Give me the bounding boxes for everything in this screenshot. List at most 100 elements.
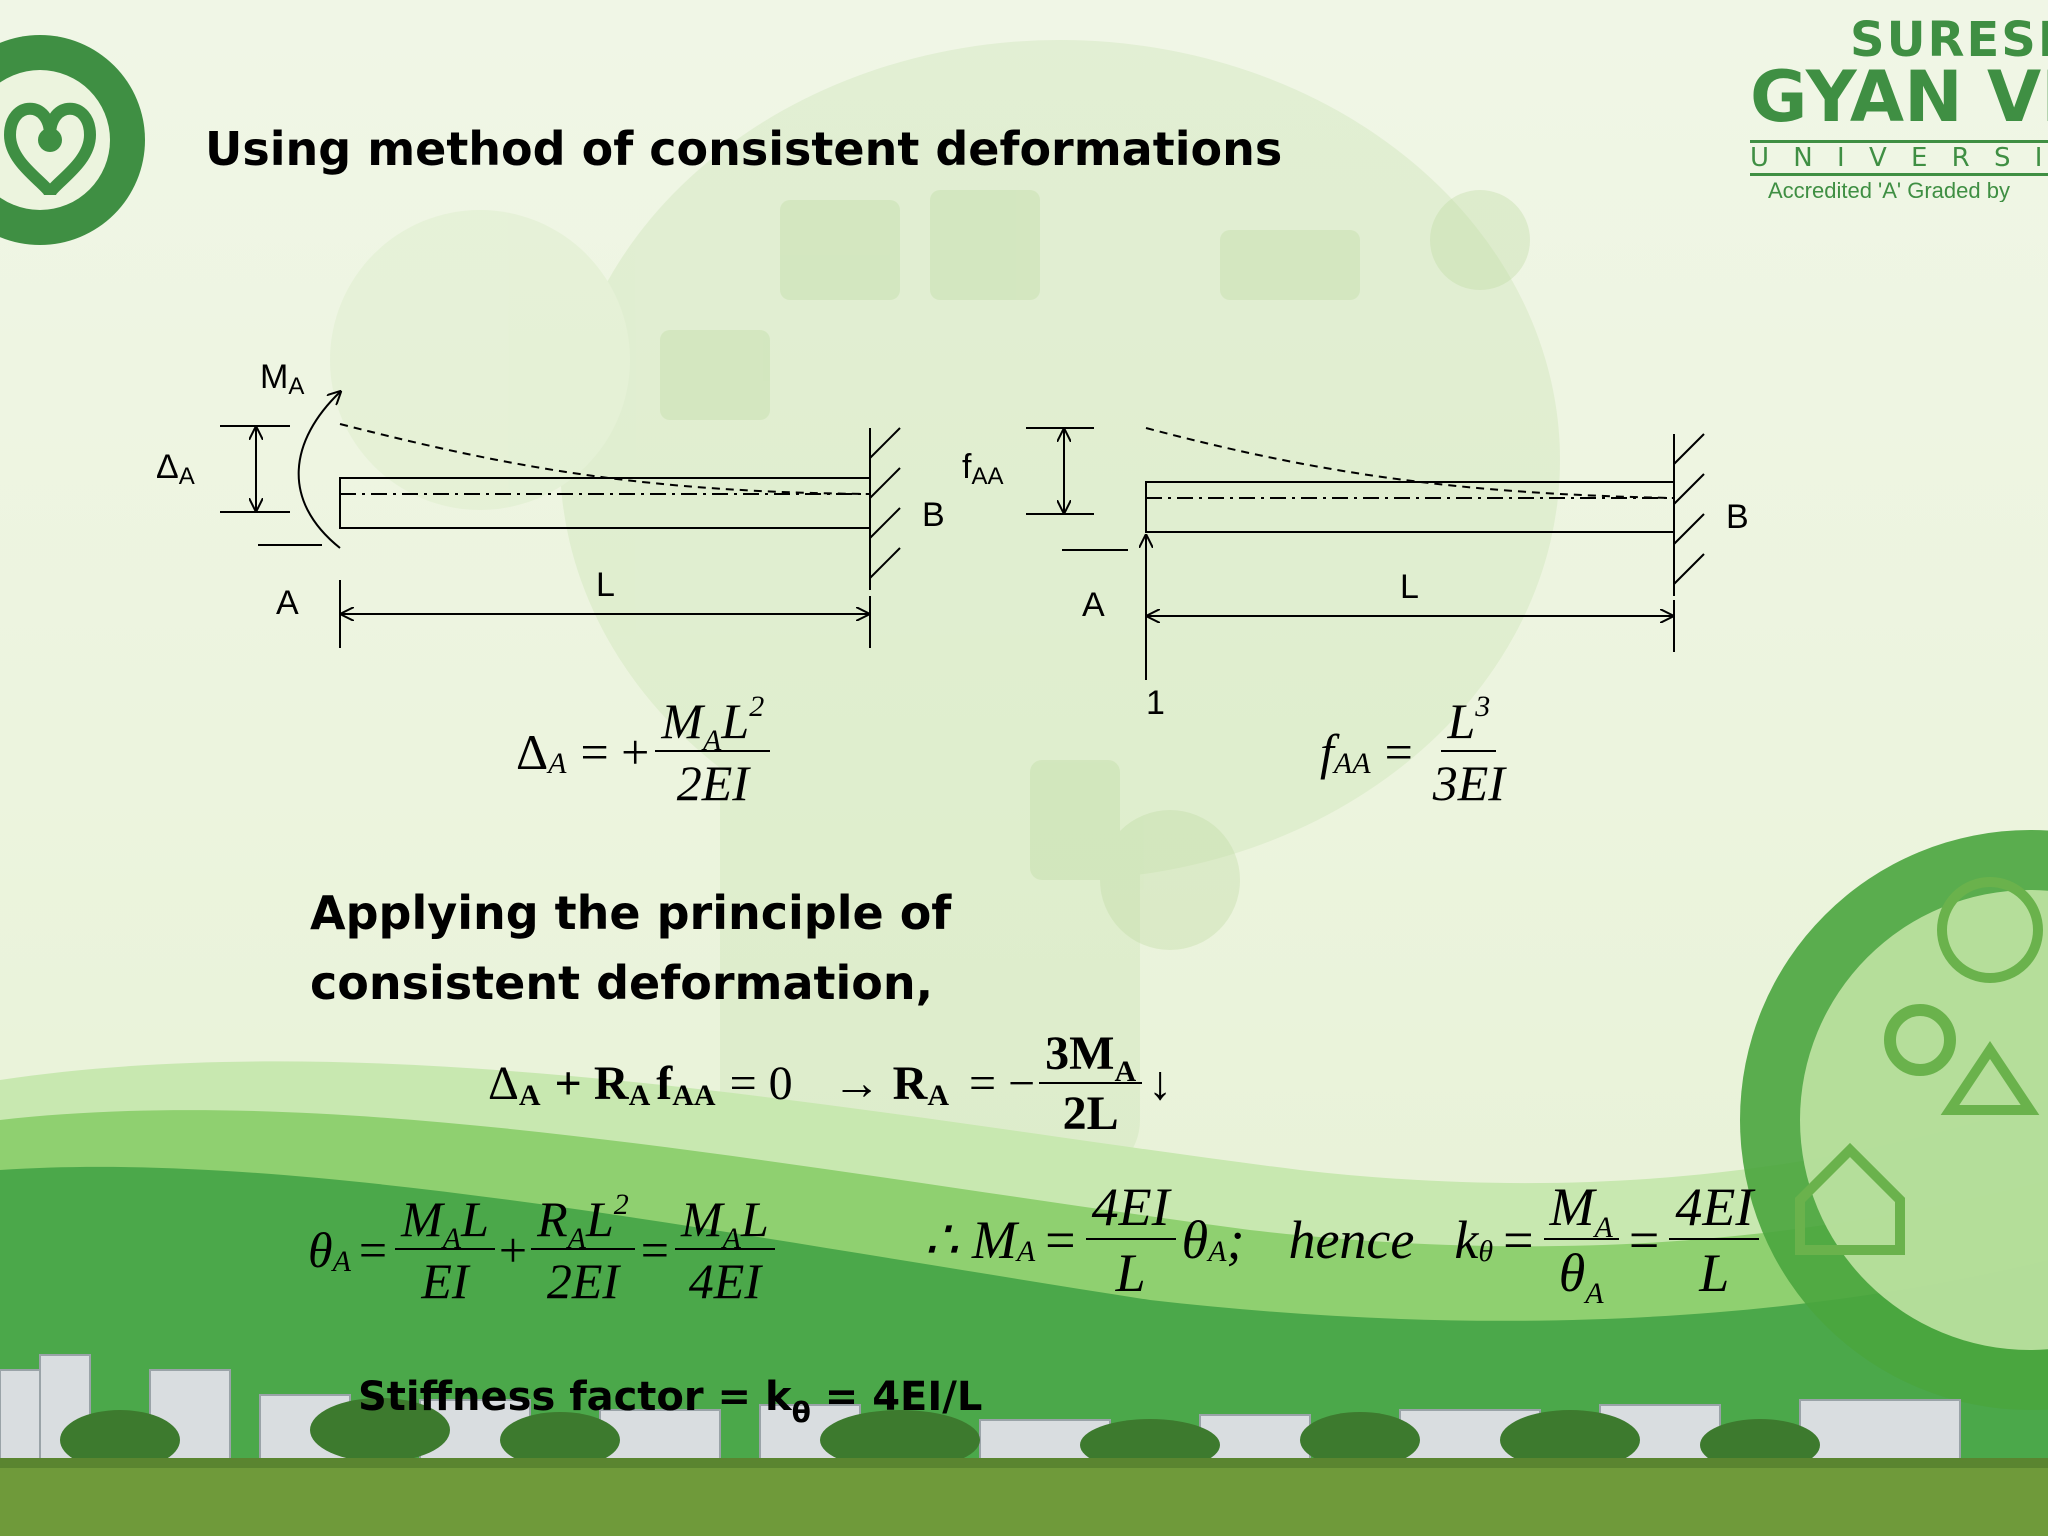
eq-delta-num-l: L xyxy=(721,693,750,749)
eq-result-fraction3: 4EI L xyxy=(1669,1180,1760,1303)
moment-arrow xyxy=(297,392,340,549)
stiffness-sub: θ xyxy=(791,1396,811,1429)
eq-faa-fraction: L3 3EI xyxy=(1427,692,1511,811)
stiffness-suffix: = 4EI/L xyxy=(810,1374,983,1420)
eq-result-therefore: ∴ M xyxy=(924,1210,1017,1270)
eq-compat-delta-sub: A xyxy=(518,1079,541,1112)
eq-delta-eq: = + xyxy=(580,724,650,780)
eq-theta-t1-m-sub: A xyxy=(442,1222,462,1255)
eq-faa-num: L xyxy=(1447,693,1476,749)
eq-result-den3: L xyxy=(1699,1243,1730,1303)
eq-compat-f: f xyxy=(656,1057,673,1110)
flex-label-sub: AA xyxy=(971,463,1004,490)
moment-label-sub: A xyxy=(288,373,305,400)
eq-compat-arrow: → R xyxy=(832,1057,928,1110)
left-beam xyxy=(339,477,871,529)
eq-compat-ra-sub: A xyxy=(927,1079,949,1112)
left-wall-hatch xyxy=(869,427,901,579)
eq-result-num: 4EI xyxy=(1085,1180,1176,1240)
eq-faa-den: 3EI xyxy=(1432,755,1505,811)
principle-line-2: consistent deformation, xyxy=(310,956,934,1010)
eq-compat-plus: + R xyxy=(554,1057,629,1110)
eq-theta-lhs: θ xyxy=(308,1222,333,1278)
eq-result-theta: θ xyxy=(1181,1210,1209,1270)
right-end-b: B xyxy=(1726,498,1749,536)
logo-line-suresh: SURESH xyxy=(1850,12,2048,68)
eq-theta-t2-l: L xyxy=(585,1191,614,1247)
flex-label-main: f xyxy=(962,448,972,486)
university-emblem xyxy=(0,35,145,245)
delta-label-main: Δ xyxy=(156,448,179,486)
eq-result-num3: 4EI xyxy=(1669,1180,1760,1240)
eq-result-fraction2: MA θA xyxy=(1543,1177,1619,1309)
eq-theta-term3: MAL 4EI xyxy=(674,1191,775,1309)
right-deflected-shape xyxy=(1145,427,1675,499)
eq-theta-t3-m-sub: A xyxy=(722,1222,741,1255)
eq-result-den2: θ xyxy=(1558,1243,1586,1303)
recycle-icon xyxy=(1940,1040,2040,1115)
right-beam-diagram xyxy=(1026,427,1705,680)
eq-compat-delta: Δ xyxy=(488,1057,519,1110)
house-icon xyxy=(1795,1142,1905,1255)
eq-theta-t3-den: 4EI xyxy=(688,1253,761,1309)
eq-result-den2-sub: A xyxy=(1585,1277,1604,1310)
eq-theta-eq1: = xyxy=(358,1222,388,1278)
eq-result-num2-sub: A xyxy=(1594,1211,1613,1244)
right-beam xyxy=(1145,481,1675,533)
principle-line-1: Applying the principle of xyxy=(310,886,952,940)
eq-compat-f-sub: AA xyxy=(672,1079,716,1112)
left-end-a: A xyxy=(276,584,299,622)
gear-icon xyxy=(1884,1004,1956,1076)
eq-delta-lhs-sub: A xyxy=(548,747,567,780)
beam-diagrams xyxy=(220,0,1705,680)
slide-title: Using method of consistent deformations xyxy=(205,122,1283,176)
eq-compat-fraction: 3MA 2L xyxy=(1039,1027,1143,1140)
eq-result-semi: ; xyxy=(1226,1210,1245,1270)
logo-line-university: U N I V E R S I xyxy=(1750,140,2048,176)
eq-result-num2: M xyxy=(1549,1177,1595,1237)
eq-theta-t3-m: M xyxy=(680,1191,723,1247)
eq-theta-t2-den: 2EI xyxy=(546,1253,620,1309)
watermark-icons xyxy=(660,190,1530,950)
eq-compat-num: 3M xyxy=(1045,1027,1115,1080)
eq-compat-den: 2L xyxy=(1062,1087,1119,1140)
eq-faa-lhs: f xyxy=(1320,724,1334,780)
left-length-label: L xyxy=(596,566,615,604)
moment-label: MA xyxy=(260,358,305,400)
eq-theta-t3-l: L xyxy=(740,1191,769,1247)
eq-delta-fraction: MAL2 2EI xyxy=(655,692,771,811)
eq-theta-t2-sup: 2 xyxy=(613,1188,629,1221)
left-beam-diagram xyxy=(220,392,901,648)
eq-result-k-sub: θ xyxy=(1478,1235,1494,1268)
eq-theta-t2-r-sub: A xyxy=(567,1222,586,1255)
moment-label-main: M xyxy=(260,358,289,396)
delta-label-sub: A xyxy=(178,463,195,490)
logo-line-accredited: Accredited 'A' Graded by xyxy=(1768,178,2010,202)
eq-result-fraction1: 4EI L xyxy=(1085,1180,1176,1303)
left-end-b: B xyxy=(922,496,945,534)
eq-result-m-sub: A xyxy=(1016,1235,1036,1268)
eq-compat-eq: = − xyxy=(968,1057,1036,1110)
right-end-a: A xyxy=(1082,586,1105,624)
eq-theta-plus: + xyxy=(498,1222,528,1278)
eq-delta-den: 2EI xyxy=(676,755,749,811)
eq-result-k: k xyxy=(1454,1210,1479,1270)
eq-faa-lhs-sub: AA xyxy=(1333,747,1371,780)
right-wall-hatch xyxy=(1673,433,1705,585)
eq-compat-down-arrow: ↓ xyxy=(1148,1057,1173,1110)
eq-result-den: L xyxy=(1115,1243,1146,1303)
eq-result-eq3: = xyxy=(1628,1210,1660,1270)
right-length-label: L xyxy=(1400,568,1419,606)
eq-theta-term2: RAL2 2EI xyxy=(531,1190,635,1309)
eq-theta-t1-l: L xyxy=(461,1191,489,1247)
logo-line-gyan: GYAN VIH xyxy=(1750,56,2048,138)
eq-delta-num-m-sub: A xyxy=(703,724,722,757)
university-logo: SURESH GYAN VIH U N I V E R S I Accredit… xyxy=(1750,12,2048,202)
